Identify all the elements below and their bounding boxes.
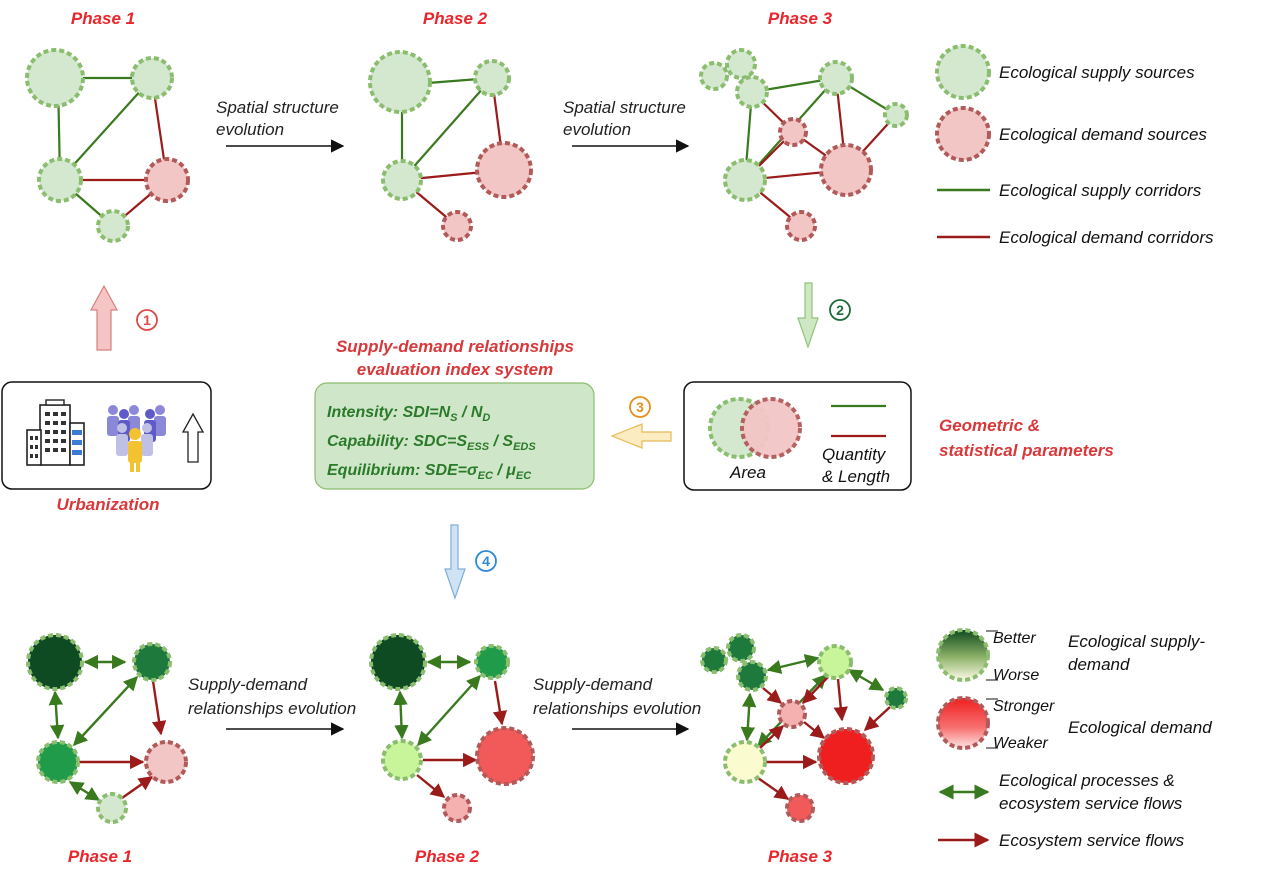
spatial-evolution-label-1b: evolution — [216, 120, 284, 139]
legend-supply-demand-line2: demand — [1068, 655, 1130, 674]
bottom-phase-1-title: Phase 1 — [68, 847, 132, 866]
legend-processes-line2: ecosystem service flows — [999, 794, 1183, 813]
index-title-line2: evaluation index system — [357, 360, 554, 379]
step-3-arrow — [610, 423, 672, 449]
svg-text:2: 2 — [836, 302, 844, 318]
demand-source-node — [441, 210, 473, 242]
demand-source-node — [785, 210, 817, 242]
legend-demand-gradient-icon — [936, 696, 990, 750]
params-area-label: Area — [729, 463, 766, 482]
svg-text:3: 3 — [636, 399, 644, 415]
sd-evolution-label-2b: relationships evolution — [533, 699, 701, 718]
demand-source-node — [144, 157, 190, 203]
buildings-icon — [26, 399, 85, 466]
legend-flows: Ecosystem service flows — [999, 831, 1185, 850]
index-intensity: Intensity: SDI=NS / ND — [327, 404, 490, 424]
svg-text:4: 4 — [482, 553, 490, 569]
step-4-badge — [475, 550, 497, 572]
supply-source-node — [368, 50, 432, 114]
bottom-legend: Better Worse Ecological supply- demand S… — [936, 628, 1212, 850]
index-equilibrium: Equilibrium: SDE=σEC / μEC — [327, 462, 532, 482]
bottom-phase-2-title: Phase 2 — [415, 847, 480, 866]
legend-supply-corridors: Ecological supply corridors — [999, 181, 1202, 200]
urbanization-label: Urbanization — [57, 495, 160, 514]
top-phase-2-title: Phase 2 — [423, 9, 488, 28]
top-legend: Ecological supply sources Ecological dem… — [935, 44, 1214, 247]
top-phase-3-title: Phase 3 — [768, 9, 833, 28]
params-demand-icon — [740, 397, 802, 459]
bottom-phase-2-network — [369, 633, 535, 823]
top-phase-2-network — [368, 50, 533, 242]
legend-supply-sources: Ecological supply sources — [999, 63, 1195, 82]
demand-source-node — [819, 143, 873, 197]
supply-source-node — [381, 159, 423, 201]
sd-evolution-label-2a: Supply-demand — [533, 675, 653, 694]
step-2-badge — [829, 299, 851, 321]
legend-worse: Worse — [993, 667, 1039, 684]
legend-supply-demand-gradient-icon — [936, 628, 990, 682]
step-4-arrow — [444, 524, 466, 600]
spatial-evolution-label-2b: evolution — [563, 120, 631, 139]
legend-better: Better — [993, 630, 1036, 647]
supply-source-node — [130, 56, 174, 100]
supply-source-node — [883, 102, 909, 128]
legend-demand-sources: Ecological demand sources — [999, 125, 1207, 144]
sd-evolution-label-1a: Supply-demand — [188, 675, 308, 694]
top-phase-1-title: Phase 1 — [71, 9, 135, 28]
spatial-evolution-label-2a: Spatial structure — [563, 98, 686, 117]
legend-supply-source-icon — [935, 44, 991, 100]
sd-evolution-label-1b: relationships evolution — [188, 699, 356, 718]
supply-source-node — [25, 48, 85, 108]
legend-demand: Ecological demand — [1068, 718, 1212, 737]
people-icon — [107, 405, 166, 472]
bottom-phase-3-network — [700, 633, 908, 823]
index-title-line1: Supply-demand relationships — [336, 337, 574, 356]
params-quantity-label: Quantity — [822, 445, 887, 464]
legend-supply-demand-line1: Ecological supply- — [1068, 632, 1205, 651]
legend-stronger: Stronger — [993, 698, 1055, 715]
top-phase-3-network — [699, 48, 909, 242]
bottom-phase-1-network — [26, 633, 188, 824]
supply-source-node — [37, 157, 83, 203]
step-3-badge — [629, 396, 651, 418]
supply-source-node — [818, 60, 854, 96]
step-1-arrow — [89, 284, 119, 351]
legend-demand-source-icon — [935, 106, 991, 162]
index-capability: Capability: SDC=SESS / SEDS — [327, 433, 536, 453]
legend-processes-line1: Ecological processes & — [999, 771, 1175, 790]
index-system-box — [314, 382, 595, 490]
supply-source-node — [473, 59, 511, 97]
legend-weaker: Weaker — [993, 735, 1049, 752]
params-length-label: & Length — [822, 467, 890, 486]
bottom-phase-3-title: Phase 3 — [768, 847, 833, 866]
demand-source-node — [475, 141, 533, 199]
growth-up-arrow-icon — [181, 412, 205, 463]
supply-source-node — [96, 209, 130, 243]
top-phase-1-network — [25, 48, 190, 243]
params-title-line2: statistical parameters — [939, 441, 1114, 460]
legend-demand-corridors: Ecological demand corridors — [999, 228, 1214, 247]
spatial-evolution-label-1a: Spatial structure — [216, 98, 339, 117]
demand-source-node — [778, 117, 808, 147]
supply-source-node — [723, 158, 767, 202]
step-2-arrow — [797, 282, 819, 349]
svg-text:1: 1 — [143, 312, 151, 328]
supply-source-node — [735, 75, 769, 109]
supply-source-node — [725, 48, 757, 80]
params-title-line1: Geometric & — [939, 416, 1040, 435]
supply-source-node — [699, 61, 729, 91]
step-1-badge — [136, 309, 158, 331]
